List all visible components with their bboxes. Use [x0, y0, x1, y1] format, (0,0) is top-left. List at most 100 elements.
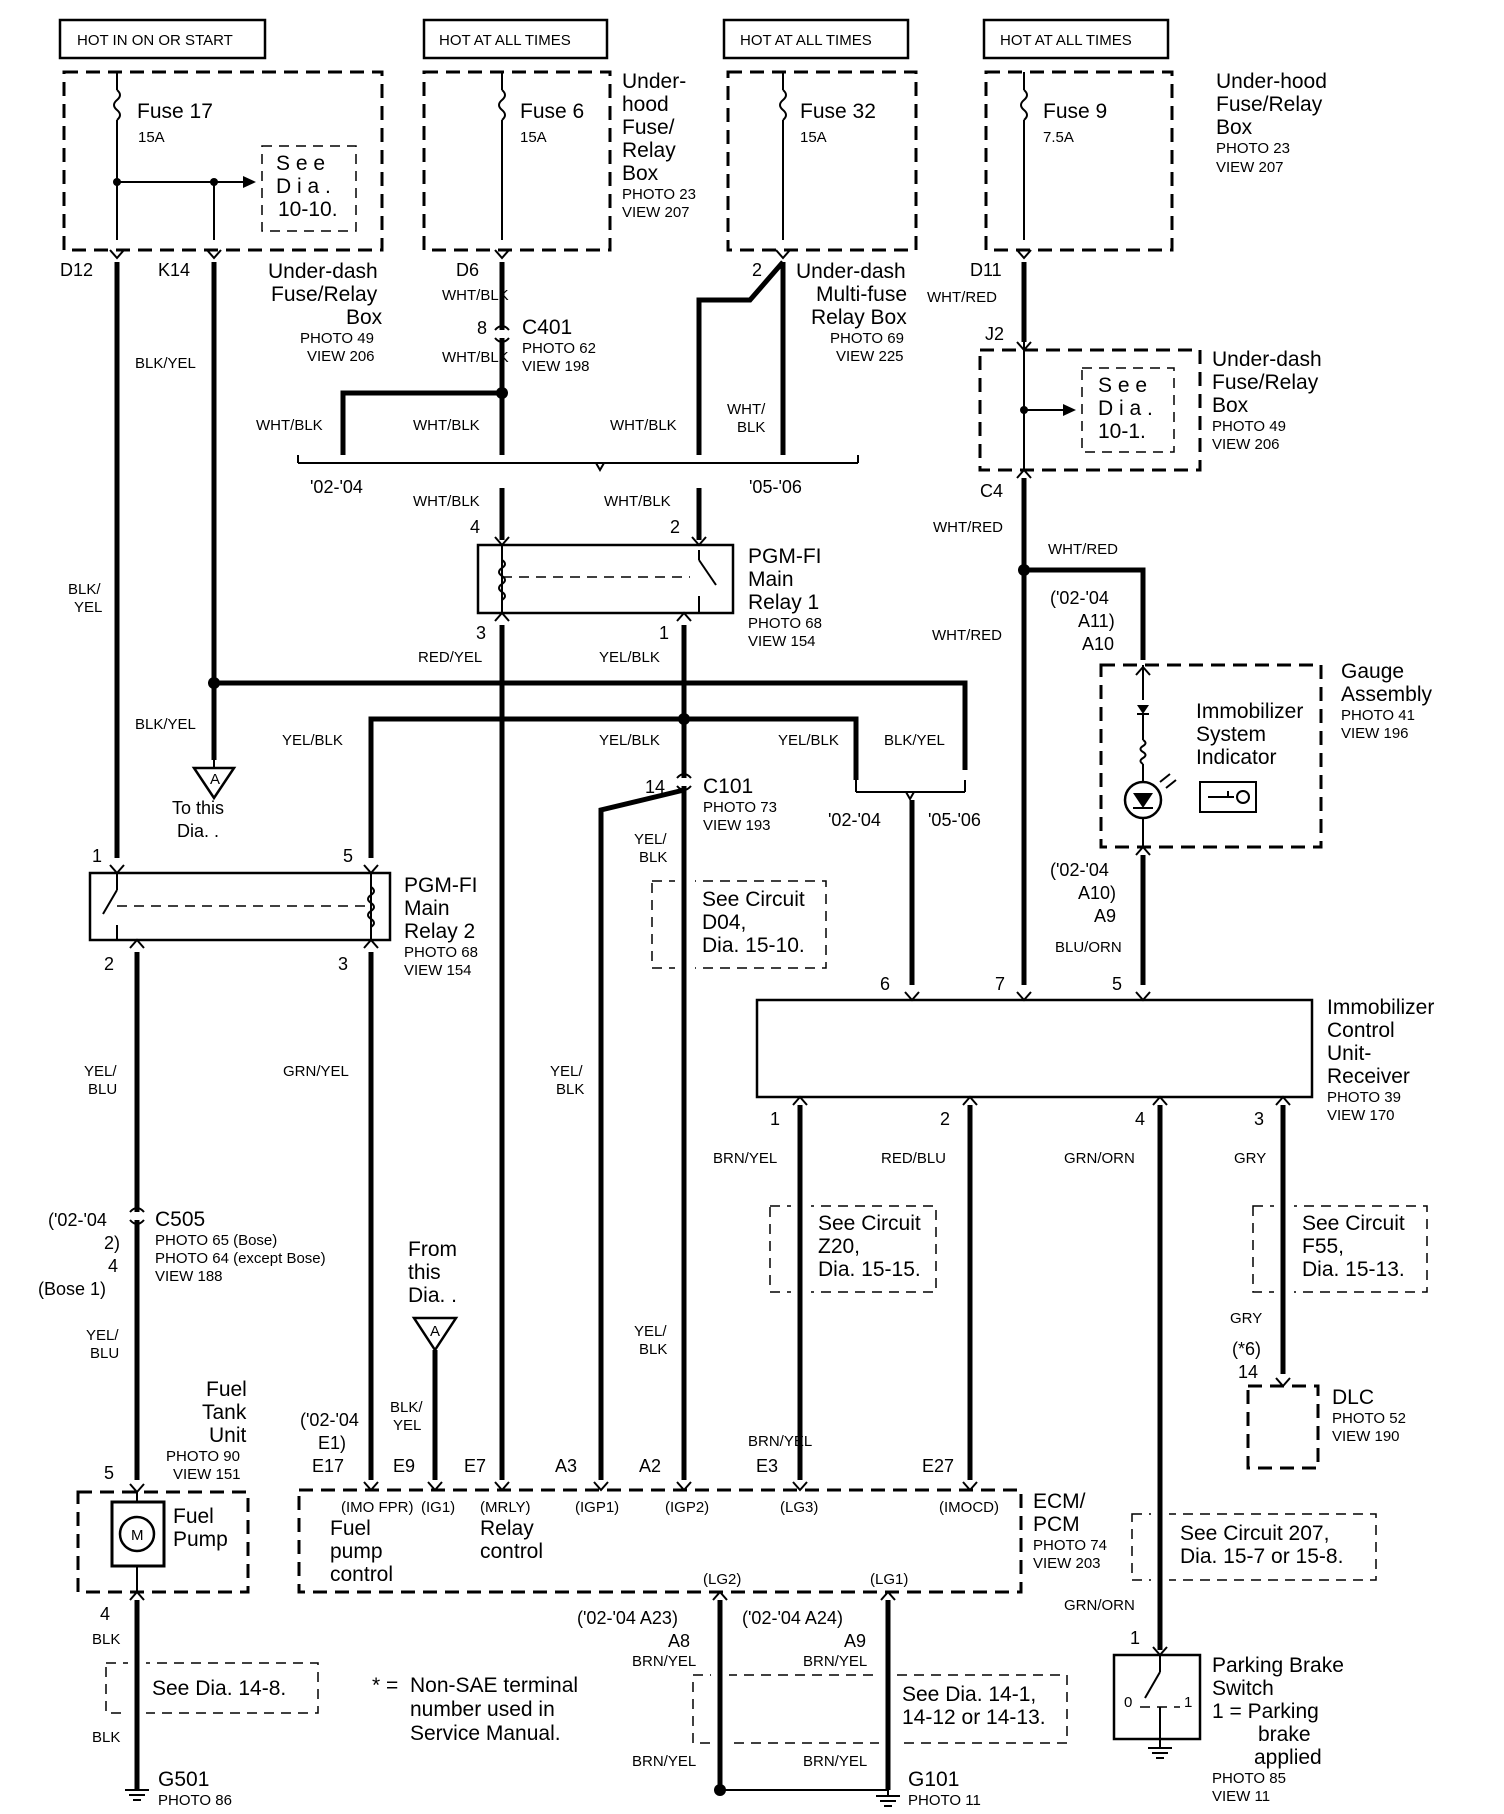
- year-label: A10: [1082, 634, 1114, 654]
- offpage-label: Dia. .: [177, 821, 219, 841]
- ecm-relay-control-label: control: [480, 1540, 543, 1563]
- signal-label: (LG2): [703, 1571, 741, 1588]
- fuse-32-label: Fuse 32: [800, 100, 876, 123]
- wire-color-label: GRY: [1230, 1310, 1262, 1327]
- photo-ref: VIEW 206: [307, 348, 375, 365]
- ecm-label: ECM/: [1033, 1490, 1086, 1513]
- photo-ref: PHOTO 69: [830, 330, 904, 347]
- fueltank-label: Tank: [202, 1401, 247, 1424]
- photo-ref: PHOTO 49: [300, 330, 374, 347]
- pgm-fi-main-relay-2: 1 5 PGM-FI Main Relay 2 PHOTO 68 VIEW 15…: [88, 846, 478, 1480]
- immobilizer-label: Immobilizer: [1327, 996, 1434, 1019]
- see-ref-text: S e e: [1098, 374, 1147, 397]
- pin-label: 6: [880, 974, 890, 994]
- box-label: Multi-fuse: [816, 283, 907, 306]
- wire-color-label: BLK: [92, 1631, 120, 1648]
- wire-color-label: BLK/YEL: [135, 355, 196, 372]
- pin-label: 2: [940, 1109, 950, 1129]
- indicator-label: Immobilizer: [1196, 700, 1303, 723]
- see-ref-text: D i a .: [1098, 397, 1153, 420]
- see-ref-text: Dia. 15-10.: [702, 934, 805, 957]
- fuse-32-icon: [779, 89, 787, 121]
- year-label: ('02-'04: [1050, 860, 1109, 880]
- parking-brake-label: Parking Brake: [1212, 1654, 1344, 1677]
- header-box-2: [422, 18, 609, 60]
- fuse-32-rating: 15A: [800, 129, 827, 146]
- terminal-label: E7: [464, 1456, 486, 1476]
- pin-label: D12: [60, 260, 93, 280]
- pin-label: 4: [100, 1604, 110, 1624]
- wire-color-label: WHT/BLK: [604, 493, 671, 510]
- fuse-box-6: Fuse 6 15A: [422, 70, 612, 252]
- fuse-6-icon: [498, 89, 506, 121]
- box-label: Fuse/Relay: [1216, 93, 1323, 116]
- parking-brake-note: 1 = Parking: [1212, 1700, 1319, 1723]
- see-ref-text: 10-1.: [1098, 420, 1146, 443]
- wire-color-label: WHT/RED: [932, 627, 1002, 644]
- underdash-box-label-1: Under-dash Fuse/Relay Box PHOTO 49 VIEW …: [268, 260, 383, 365]
- photo-ref: VIEW 203: [1033, 1555, 1101, 1572]
- pin-label: 5: [104, 1463, 114, 1483]
- photo-ref: VIEW 206: [1212, 436, 1280, 453]
- box-label: Relay Box: [811, 306, 907, 329]
- fuse-box-17: Fuse 17 15A S e e D i a . 10-10.: [62, 70, 384, 252]
- relay-label: PGM-FI: [404, 874, 478, 897]
- immobilizer-label: Unit-: [1327, 1042, 1371, 1065]
- connector-label: C401: [522, 316, 572, 339]
- box-label: Under-dash: [796, 260, 906, 283]
- photo-ref: VIEW 190: [1332, 1428, 1400, 1445]
- see-ref-text: F55,: [1302, 1235, 1344, 1258]
- fuse-6-label: Fuse 6: [520, 100, 584, 123]
- wire-labels-mid: BLK/ YEL RED/YEL YEL/BLK BLK/YEL YEL/BLK…: [68, 581, 981, 866]
- footnote-text: Service Manual.: [410, 1722, 561, 1745]
- see-ref-text: D i a .: [276, 175, 331, 198]
- wire-color-label: GRN/ORN: [1064, 1597, 1135, 1614]
- offpage-label: this: [408, 1261, 441, 1284]
- wire-color-label: RED/YEL: [418, 649, 482, 666]
- fueltank-label: Unit: [209, 1424, 247, 1447]
- underhood-box-label-2: Under-hood Fuse/Relay Box PHOTO 23 VIEW …: [1216, 70, 1327, 176]
- indicator-label: System: [1196, 723, 1266, 746]
- box-label: Under-: [622, 70, 686, 93]
- see-ref-text: See Circuit: [818, 1212, 921, 1235]
- connector-label: C101: [703, 775, 753, 798]
- switch-icon: [1144, 1671, 1161, 1699]
- see-ref-text: Dia. 15-7 or 15-8.: [1180, 1545, 1343, 1568]
- box-label: Under-hood: [1216, 70, 1327, 93]
- pin-label: 1: [1130, 1628, 1140, 1648]
- arrow-right-icon: [243, 176, 256, 188]
- pump-label: Fuel: [173, 1505, 214, 1528]
- pin-label: 4: [470, 517, 480, 537]
- see-ref-text: Dia. 15-15.: [818, 1258, 921, 1281]
- see-circuit-d04: See Circuit D04, Dia. 15-10.: [651, 878, 827, 972]
- footnote-text: Non-SAE terminal: [410, 1674, 578, 1697]
- motor-icon: [118, 1515, 156, 1553]
- see-ref-text: See Dia. 14-8.: [152, 1677, 286, 1700]
- box-label: Fuse/: [622, 116, 675, 139]
- pin-label: 4: [1135, 1109, 1145, 1129]
- fuse-box-32: Fuse 32 15A: [726, 70, 918, 252]
- header-hot-in-on-or-start: HOT IN ON OR START: [77, 32, 233, 49]
- ground-g101: G101 PHOTO 11: [876, 1768, 981, 1809]
- wire-color-label: BRN/YEL: [748, 1433, 812, 1450]
- pin-label: 3: [1254, 1109, 1264, 1129]
- header-box-3: [722, 18, 910, 60]
- wire-color-label: GRN/YEL: [283, 1063, 349, 1080]
- photo-ref: VIEW 207: [622, 204, 690, 221]
- wire-color-label: WHT/BLK: [413, 417, 480, 434]
- pin-label: D6: [456, 260, 479, 280]
- header-box-1: [58, 18, 267, 60]
- ecm-relay-control-label: Relay: [480, 1517, 534, 1540]
- ground-label: G501: [158, 1768, 209, 1791]
- box-label: Relay: [622, 139, 676, 162]
- wire-color-label: BLK/: [68, 581, 101, 598]
- gauge-label: Assembly: [1341, 683, 1433, 706]
- photo-ref: VIEW 154: [748, 633, 816, 650]
- photo-ref: PHOTO 11: [908, 1792, 981, 1809]
- pin-label: 1: [770, 1109, 780, 1129]
- fuse-17-rating: 15A: [138, 129, 165, 146]
- fuse-17-label: Fuse 17: [137, 100, 213, 123]
- footnote: * = Non-SAE terminal number used in Serv…: [372, 1674, 578, 1745]
- pin-label: 3: [338, 954, 348, 974]
